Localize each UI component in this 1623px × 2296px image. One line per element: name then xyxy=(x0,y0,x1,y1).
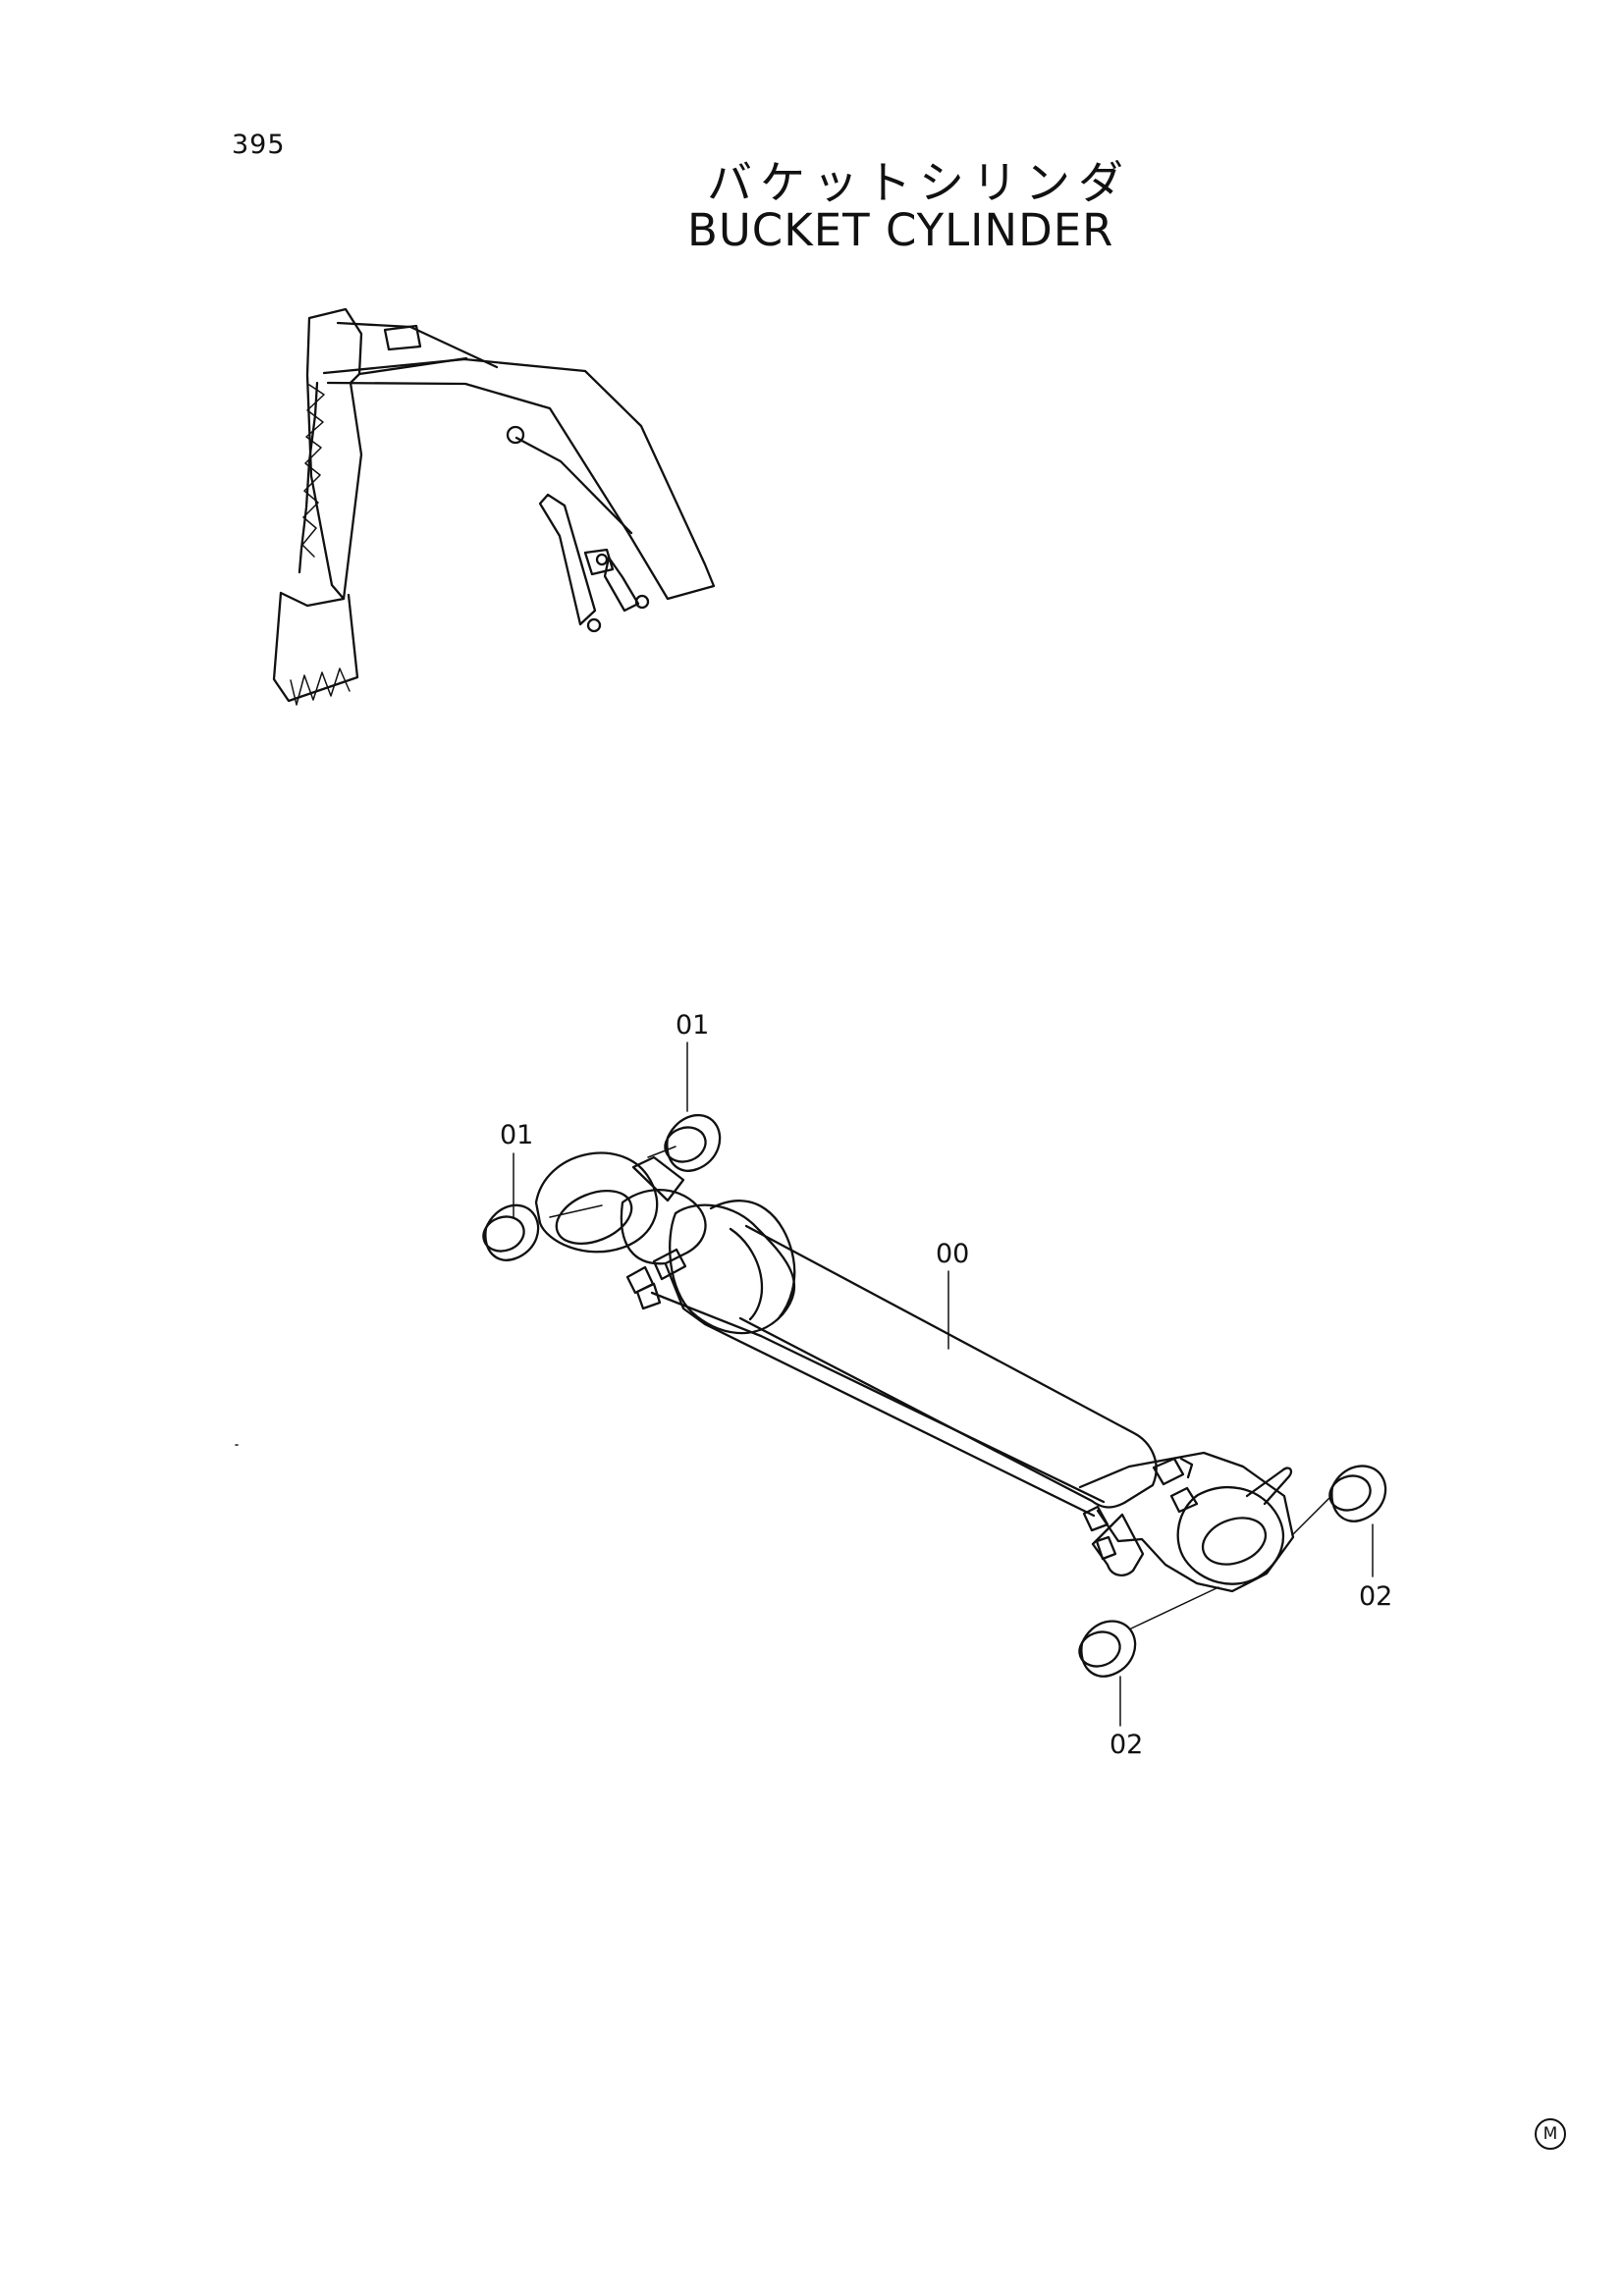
bushings xyxy=(482,1113,1387,1678)
callout-rod-bushing-lower: 02 xyxy=(1109,1730,1144,1760)
leader-lines xyxy=(513,1041,1374,1727)
callout-cylinder: 00 xyxy=(936,1239,970,1269)
page-number: 395 xyxy=(232,130,286,160)
excavator-arm-overview xyxy=(272,307,716,706)
corner-mark: M xyxy=(1535,2118,1566,2150)
diagram-title-japanese: バケットシリンダ xyxy=(707,156,1131,209)
bucket-cylinder-assembly xyxy=(534,1151,1295,1593)
callout-rod-bushing-right: 02 xyxy=(1359,1581,1393,1612)
diagram-title-english: BUCKET CYLINDER xyxy=(687,204,1114,256)
callout-bushing-left: 01 xyxy=(500,1120,534,1150)
callout-bushing-upper: 01 xyxy=(676,1010,710,1041)
